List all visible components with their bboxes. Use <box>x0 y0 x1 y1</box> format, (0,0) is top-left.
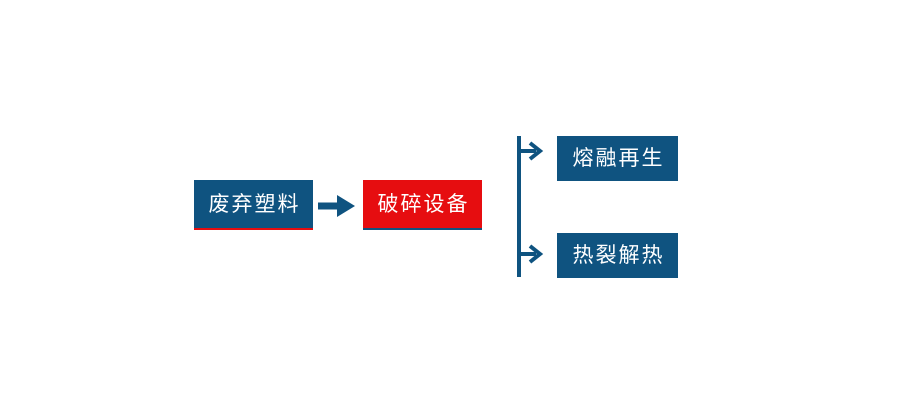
node-pyrolysis-heat: 热裂解热 <box>557 233 678 278</box>
node-waste-plastic: 废弃塑料 <box>194 180 313 230</box>
node-melt-regeneration: 熔融再生 <box>557 136 678 181</box>
node-melt-regeneration-label: 熔融再生 <box>572 147 665 170</box>
right-arrow-icon <box>318 195 355 217</box>
node-pyrolysis-heat-label: 热裂解热 <box>572 244 665 267</box>
node-crushing-equipment: 破碎设备 <box>363 180 482 230</box>
node-crushing-equipment-label: 破碎设备 <box>377 192 470 216</box>
branch-connector-line <box>517 136 521 277</box>
node-waste-plastic-label: 废弃塑料 <box>208 192 301 216</box>
branch-arrow-bottom-icon <box>519 244 544 264</box>
branch-arrow-top-icon <box>519 141 544 161</box>
